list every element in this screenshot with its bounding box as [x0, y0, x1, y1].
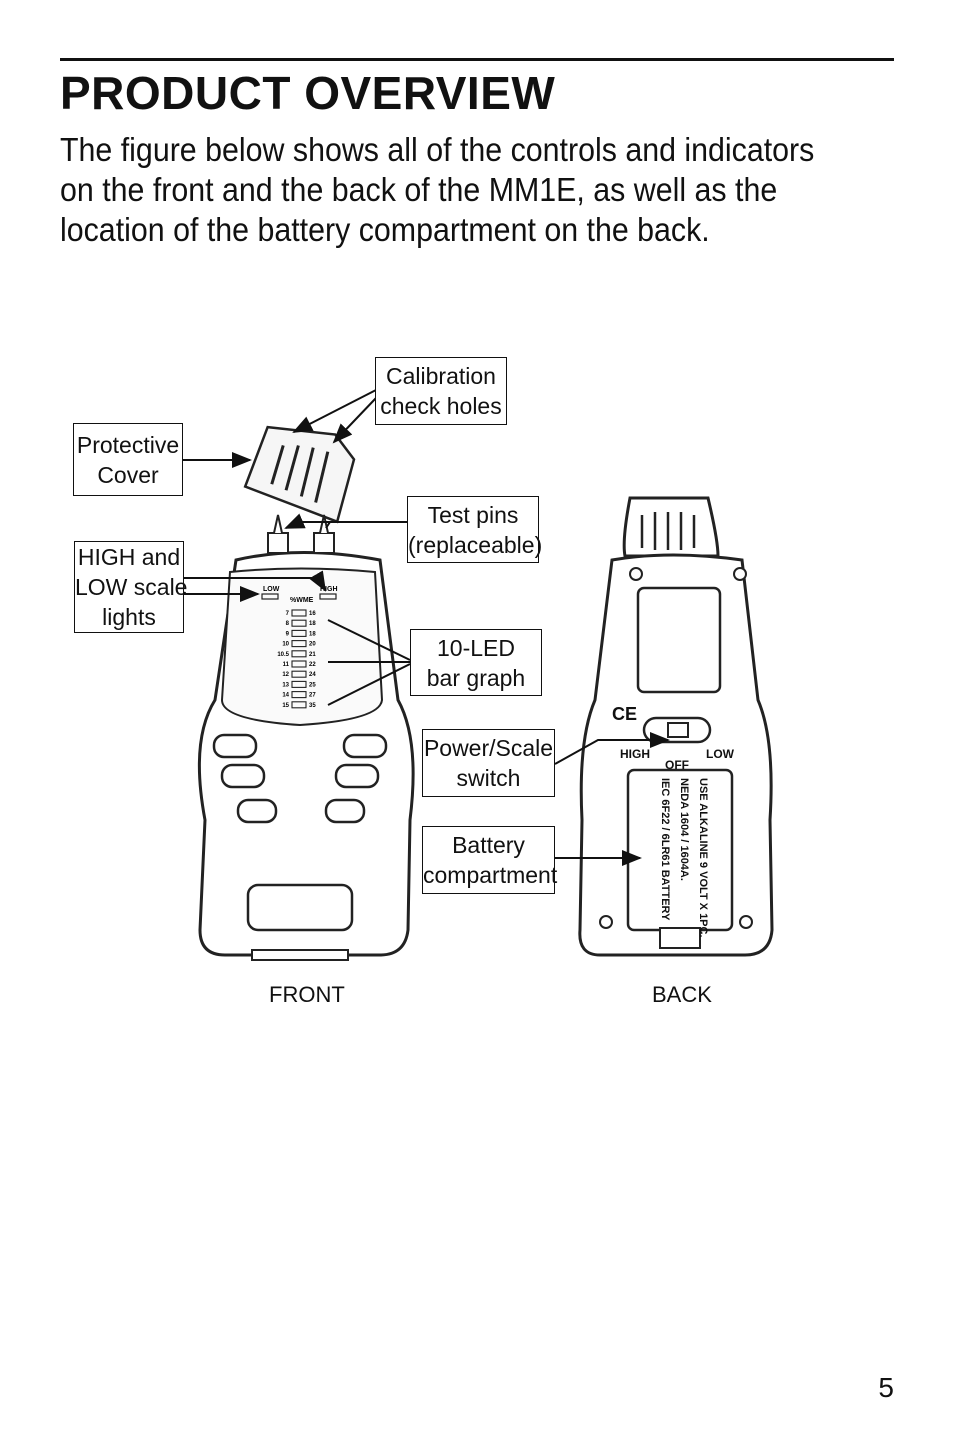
front-device [197, 514, 415, 961]
callout-text: check holes [380, 393, 502, 419]
led-left-label: 10.5 [277, 652, 289, 658]
callout-protective-cover: Protective Cover [73, 423, 183, 496]
callout-text: HIGH and [77, 544, 181, 570]
led-right-label: 16 [309, 611, 316, 617]
low-light-label: LOW [263, 586, 280, 593]
callout-scale-lights: HIGH and LOW scale lights [74, 541, 188, 633]
switch-off-label: OFF [665, 758, 689, 772]
high-light-label: HIGH [320, 586, 338, 593]
battery-line-1: USE ALKALINE 9 VOLT X 1PC. [697, 778, 709, 938]
battery-line-2: NEDA 1604 / 1604A. [678, 778, 690, 881]
scale-lights: LOW HIGH %WME [261, 586, 338, 604]
led-left-label: 14 [282, 693, 289, 699]
page-number: 5 [878, 1372, 894, 1403]
led-right-label: 22 [309, 662, 316, 668]
led-segment [291, 701, 307, 709]
callout-power-switch: Power/Scale switch [422, 729, 555, 797]
protective-cover [243, 425, 356, 524]
callout-text: 10-LED [437, 634, 515, 661]
battery-line-3: IEC 6F22 / 6LR61 BATTERY [659, 778, 671, 921]
led-right-label: 25 [309, 682, 316, 688]
callout-text: compartment [423, 862, 558, 888]
header-rule [60, 58, 894, 61]
led-right-label: 21 [309, 652, 316, 658]
led-left-label: 15 [282, 703, 289, 709]
callout-text: Power/Scale [423, 735, 554, 761]
led-segment [291, 619, 307, 627]
callout-led-bar-graph: 10-LED bar graph [410, 629, 542, 696]
led-left-label: 13 [282, 682, 289, 688]
led-left-label: 7 [286, 611, 290, 617]
switch-low-label: LOW [706, 747, 735, 761]
led-left-label: 10 [282, 642, 289, 648]
callout-text: LOW scale [75, 574, 188, 600]
led-right-label: 35 [309, 703, 316, 709]
callout-text: lights [102, 604, 156, 630]
front-caption: FRONT [269, 982, 345, 1007]
callout-text: (replaceable) [408, 531, 543, 558]
callout-calibration-holes: Calibration check holes [375, 357, 507, 425]
callout-text: bar graph [426, 664, 526, 691]
callout-battery-compartment: Battery compartment [422, 826, 558, 894]
back-markings: CE HIGH OFF LOW USE ALKALINE 9 VOLT X 1P… [612, 704, 735, 938]
led-right-label: 18 [309, 621, 316, 627]
led-segment [291, 670, 307, 678]
led-segment [291, 660, 307, 668]
led-segment [291, 691, 307, 699]
switch-high-label: HIGH [620, 747, 650, 761]
callout-test-pins: Test pins (replaceable) [407, 496, 543, 563]
led-segment [291, 609, 307, 617]
led-segment [291, 650, 307, 658]
led-segment [291, 640, 307, 648]
led-segment [291, 680, 307, 688]
scale-header: %WME [290, 597, 314, 604]
led-right-label: 18 [309, 631, 316, 637]
leader-lines [183, 389, 670, 866]
ce-mark: CE [612, 704, 637, 724]
led-left-label: 12 [282, 672, 289, 678]
callout-text: switch [456, 765, 521, 791]
page-title: PRODUCT OVERVIEW [60, 67, 556, 119]
led-left-label: 9 [286, 631, 290, 637]
callout-text: Test pins [427, 501, 519, 528]
led-right-label: 24 [309, 672, 316, 678]
callout-text: Protective [76, 431, 180, 458]
intro-paragraph: The figure below shows all of the contro… [60, 131, 815, 248]
callout-text: Calibration [386, 363, 496, 389]
led-right-label: 20 [309, 642, 316, 648]
led-left-label: 8 [286, 621, 290, 627]
led-right-label: 27 [309, 693, 316, 699]
led-segment [291, 629, 307, 637]
back-device [578, 496, 774, 957]
led-left-label: 11 [283, 662, 290, 668]
callout-text: Battery [452, 832, 525, 858]
led-bar-graph: 7 16 8 18 9 18 10 20 10.5 21 11 22 12 24 13 25 14 27 15 35 [277, 609, 316, 709]
callout-text: Cover [97, 461, 159, 488]
back-caption: BACK [652, 982, 712, 1007]
